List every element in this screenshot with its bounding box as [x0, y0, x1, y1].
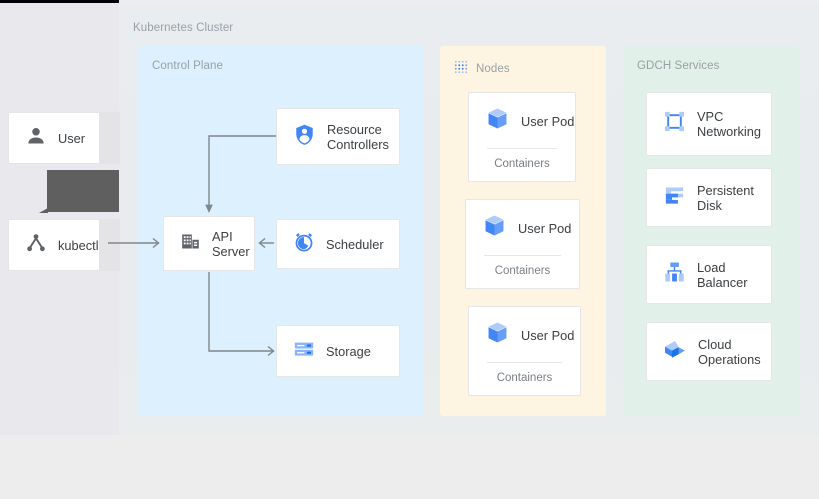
pod-card[interactable]: User Pod Containers	[465, 199, 580, 289]
card-api-server[interactable]: API Server	[163, 216, 255, 271]
card-label: Persistent Disk	[697, 182, 754, 213]
card-label: Cloud Operations	[698, 336, 761, 367]
pod-subtitle: Containers	[496, 372, 553, 384]
overlay-tooltip-pointer	[39, 203, 48, 213]
card-label: API Server	[212, 228, 250, 259]
pod-cube-icon	[482, 213, 507, 243]
server-rack-icon	[293, 338, 315, 365]
pod-divider	[487, 362, 562, 363]
user-icon	[25, 125, 47, 152]
external-card-label: User	[58, 130, 86, 146]
cluster-title: Kubernetes Cluster	[133, 22, 234, 34]
kubectl-card-edge-strip	[98, 219, 120, 271]
user-card-edge-strip	[98, 112, 120, 164]
pod-divider	[484, 255, 561, 256]
card-scheduler[interactable]: Scheduler	[276, 219, 400, 269]
pod-cube-icon	[485, 106, 510, 136]
panel-control-plane-label-text: Control Plane	[152, 60, 223, 72]
card-label: VPC Networking	[697, 109, 762, 139]
panel-gdch-label: GDCH Services	[637, 60, 719, 72]
pod-cube-icon	[485, 320, 510, 350]
overlay-tooltip-rect	[47, 170, 119, 212]
panel-nodes-label: Nodes	[454, 60, 510, 77]
card-storage[interactable]: Storage	[276, 325, 400, 377]
card-resource-controllers[interactable]: Resource Controllers	[276, 108, 400, 165]
alarm-clock-icon	[293, 231, 315, 258]
card-vpc-networking[interactable]: VPC Networking	[646, 92, 772, 156]
card-persistent-disk[interactable]: Persistent Disk	[646, 168, 772, 227]
panel-nodes-label-text: Nodes	[476, 62, 510, 75]
pod-card[interactable]: User Pod Containers	[468, 306, 581, 396]
card-label: Resource Controllers	[327, 121, 389, 152]
pod-subtitle: Containers	[494, 265, 551, 277]
api-server-building-icon	[180, 231, 201, 257]
top-black-bar	[0, 0, 119, 3]
pod-divider	[487, 148, 557, 149]
panel-gdch-label-text: GDCH Services	[637, 60, 720, 72]
pod-title: User Pod	[521, 113, 575, 129]
external-card-kubectl[interactable]: kubectl	[8, 219, 99, 271]
pod-card[interactable]: User Pod Containers	[468, 92, 576, 182]
kubectl-node-icon	[25, 232, 47, 259]
pod-subtitle: Containers	[494, 158, 550, 170]
pod-title: User Pod	[518, 220, 572, 236]
load-balancer-icon	[663, 261, 686, 289]
card-load-balancer[interactable]: Load Balancer	[646, 245, 772, 304]
panel-control-plane-label: Control Plane	[152, 60, 223, 72]
card-label: Load Balancer	[697, 259, 748, 290]
dot-grid-icon	[454, 60, 468, 77]
card-label: Storage	[326, 343, 371, 359]
cloud-operations-icon	[663, 337, 687, 366]
card-cloud-operations[interactable]: Cloud Operations	[646, 322, 772, 381]
vpc-networking-icon	[663, 110, 686, 138]
external-card-user[interactable]: User	[8, 112, 99, 164]
pod-title: User Pod	[521, 327, 575, 343]
external-card-label: kubectl	[58, 237, 99, 253]
persistent-disk-icon	[663, 184, 686, 212]
shield-person-icon	[293, 123, 316, 151]
card-label: Scheduler	[326, 236, 384, 252]
